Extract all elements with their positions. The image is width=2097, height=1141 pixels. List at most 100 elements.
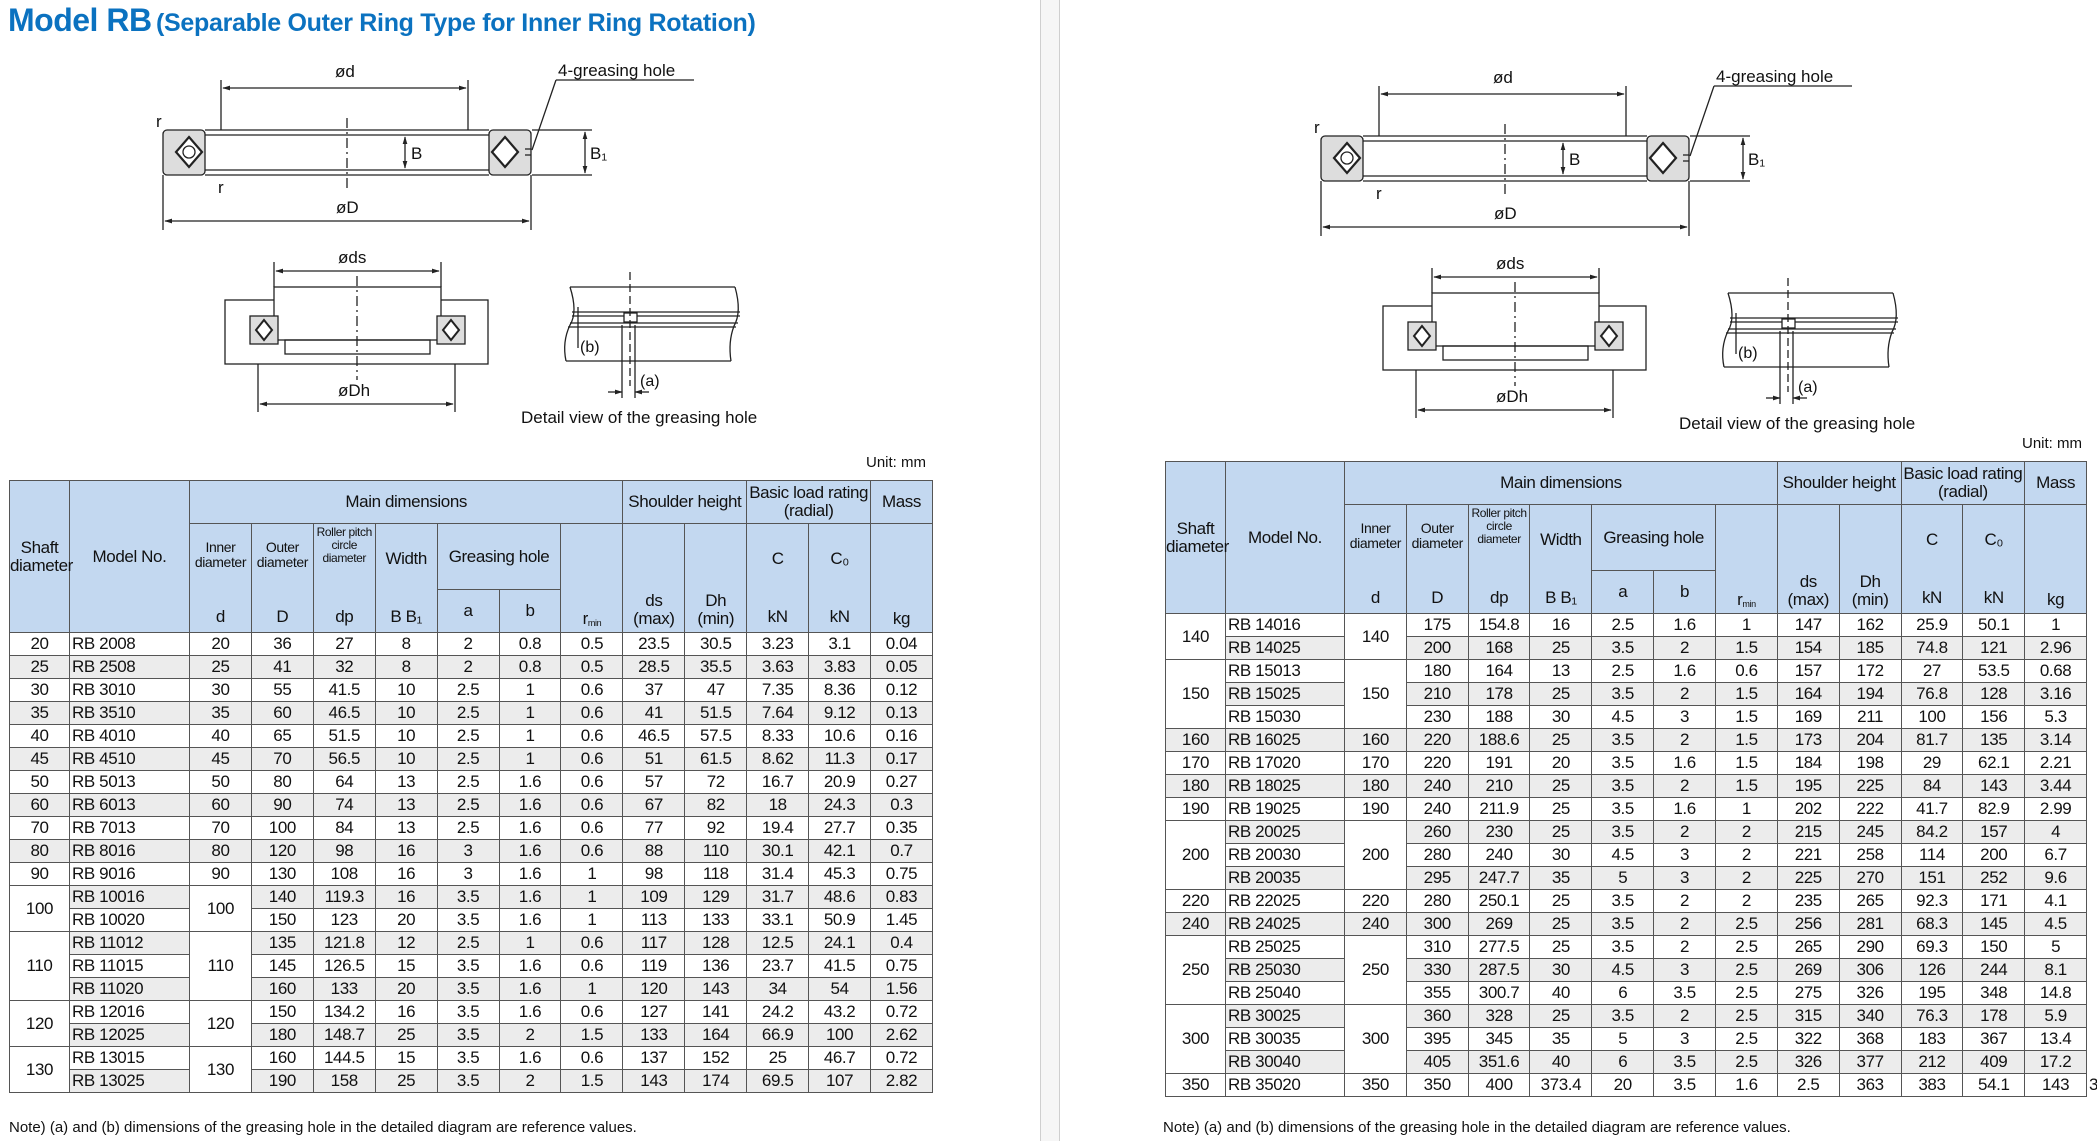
cell-greasing-a: 2.5	[436, 701, 500, 725]
cell-load-c: 183	[1900, 1027, 1964, 1051]
cell-model-no: RB 6013	[69, 793, 190, 817]
cell-load-c0: 171	[1962, 889, 2026, 913]
cell-model-no: RB 30035	[1225, 1027, 1345, 1051]
cell-greasing-b: 2	[1653, 820, 1716, 844]
cell-ds: 225	[1776, 866, 1840, 890]
cell-r-min: 0.6	[560, 747, 624, 771]
cell-load-c0: 3.1	[808, 632, 872, 656]
cell-pitch-diameter: 277.5	[1467, 935, 1531, 959]
cell-pitch-diameter: 74	[312, 793, 376, 817]
label-B: B	[411, 144, 422, 163]
cell-load-c: 29	[1900, 751, 1964, 775]
header-mass: Mass	[870, 480, 933, 524]
cell-model-no: RB 17020	[1225, 751, 1345, 775]
cell-inner-diameter: 200	[1344, 820, 1407, 890]
cell-ds: 221	[1776, 843, 1840, 867]
cell-dh: 204	[1838, 728, 1902, 752]
cell-greasing-b: 2	[498, 1069, 562, 1093]
cell-mass: 0.4	[870, 931, 933, 955]
cell-mass: 9.6	[2024, 866, 2088, 890]
cell-width: 8	[374, 655, 438, 679]
cell-ds: 265	[1776, 935, 1840, 959]
cell-inner-diameter: 80	[189, 839, 252, 863]
cell-model-no: RB 4010	[69, 724, 190, 748]
cell-model-no: RB 12025	[69, 1023, 190, 1047]
cell-pitch-diameter: 351.6	[1467, 1050, 1531, 1074]
cell-load-c: 34	[746, 977, 810, 1001]
label-phi-dh: øDh	[1496, 387, 1528, 406]
header-mass: Mass	[2024, 461, 2088, 505]
cell-model-no: RB 11015	[69, 954, 190, 978]
cell-greasing-b: 1.6	[498, 793, 562, 817]
cell-shaft-diameter: 40	[9, 724, 70, 748]
cell-greasing-a: 2.5	[436, 724, 500, 748]
cell-greasing-b: 2	[1653, 774, 1716, 798]
cell-greasing-a: 5	[1591, 1027, 1655, 1051]
cell-greasing-b: 3	[1653, 958, 1716, 982]
page-title: Model RB (Separable Outer Ring Type for …	[8, 2, 756, 39]
cell-inner-diameter: 35	[189, 701, 252, 725]
cell-outer-diameter: 70	[250, 747, 314, 771]
cell-greasing-a: 2	[436, 632, 500, 656]
cell-r-min: 0.6	[560, 954, 624, 978]
cell-load-c0: 62.1	[1962, 751, 2026, 775]
cell-dh: 162	[1838, 613, 1902, 637]
cell-greasing-b: 1	[498, 678, 562, 702]
cell-ds: 109	[622, 885, 686, 909]
cell-greasing-b: 1.6	[1653, 751, 1716, 775]
cell-ds: 113	[622, 908, 686, 932]
cell-greasing-b: 1.6	[498, 839, 562, 863]
cell-shaft-diameter: 160	[1165, 728, 1226, 752]
cell-inner-diameter: 350	[1344, 1073, 1407, 1097]
cell-width: 10	[374, 747, 438, 771]
cell-outer-diameter: 200	[1405, 636, 1469, 660]
cell-pitch-diameter: 123	[312, 908, 376, 932]
cell-mass: 0.72	[870, 1046, 933, 1070]
cell-load-c: 27	[1900, 659, 1964, 683]
unit-label-right: Unit: mm	[2022, 435, 2082, 452]
cell-model-no: RB 35020	[1225, 1073, 1345, 1097]
cell-greasing-a: 2.5	[436, 816, 500, 840]
cell-dh: 30.5	[684, 632, 748, 656]
cell-greasing-b: 1.6	[498, 816, 562, 840]
cell-ds: 28.5	[622, 655, 686, 679]
cell-model-no: RB 15025	[1225, 682, 1345, 706]
label-detail-caption: Detail view of the greasing hole	[521, 408, 757, 427]
cell-greasing-b: 1.6	[498, 862, 562, 886]
greasing-hole-detail-drawing	[1722, 278, 1898, 404]
unit-label-left: Unit: mm	[866, 454, 926, 471]
cell-dh: 118	[684, 862, 748, 886]
cell-load-c0: 54	[808, 977, 872, 1001]
cell-outer-diameter: 140	[250, 885, 314, 909]
label-b: (b)	[580, 339, 600, 356]
cell-greasing-a: 2.5	[1591, 659, 1655, 683]
cell-mass: 0.16	[870, 724, 933, 748]
cell-width: 25	[1529, 636, 1593, 660]
cell-width: 25	[1529, 889, 1593, 913]
cell-ds: 137	[622, 1046, 686, 1070]
cell-dh: 306	[1838, 958, 1902, 982]
cell-mass: 14.8	[2024, 981, 2088, 1005]
cell-shaft-diameter: 45	[9, 747, 70, 771]
cell-load-c0: 107	[808, 1069, 872, 1093]
header-main-dimensions: Main dimensions	[188, 480, 624, 524]
cell-load-c: 25.9	[1900, 613, 1964, 637]
cell-greasing-a: 3.5	[1591, 682, 1655, 706]
cell-model-no: RB 20030	[1225, 843, 1345, 867]
ring-section-drawing	[1320, 85, 1852, 236]
cell-r-min: 1	[1714, 613, 1778, 637]
cell-ds: 164	[1776, 682, 1840, 706]
cell-load-c: 126	[1900, 958, 1964, 982]
cell-outer-diameter: 210	[1405, 682, 1469, 706]
cell-dh: 129	[684, 885, 748, 909]
cell-dh: 245	[1838, 820, 1902, 844]
cell-mass: 2.96	[2024, 636, 2088, 660]
cell-outer-diameter: 330	[1405, 958, 1469, 982]
